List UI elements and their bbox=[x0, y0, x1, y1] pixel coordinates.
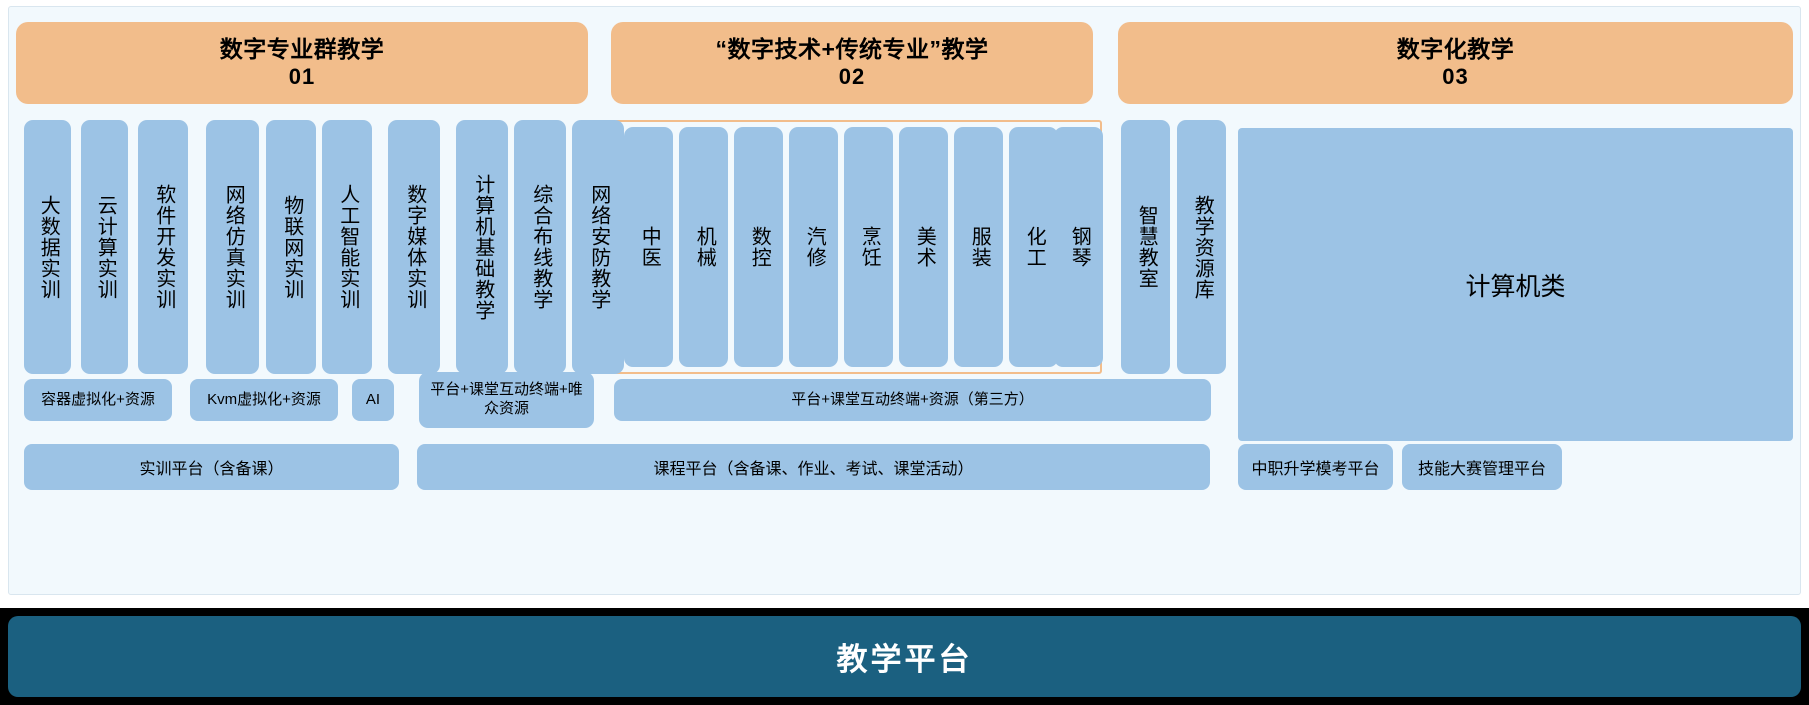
column-label: 综合布线教学 bbox=[529, 184, 552, 310]
section-header-02-number: 02 bbox=[838, 63, 866, 89]
column-label: 机械 bbox=[693, 226, 716, 268]
column-piano[interactable]: 钢琴 bbox=[1054, 127, 1103, 367]
column-label: 烹饪 bbox=[858, 226, 881, 268]
platform-vocational-exam[interactable]: 中职升学模考平台 bbox=[1238, 444, 1393, 490]
column-label: 数字媒体实训 bbox=[403, 184, 426, 310]
column-network-simulation[interactable]: 网络仿真实训 bbox=[206, 120, 259, 374]
platform-label: 实训平台（含备课） bbox=[139, 461, 284, 478]
resource-label: Kvm虚拟化+资源 bbox=[207, 390, 321, 408]
column-label: 智慧教室 bbox=[1135, 205, 1158, 289]
column-iot[interactable]: 物联网实训 bbox=[266, 120, 316, 374]
column-computer-basics[interactable]: 计算机基础教学 bbox=[456, 120, 508, 374]
column-auto-repair[interactable]: 汽修 bbox=[789, 127, 838, 367]
column-ai-training[interactable]: 人工智能实训 bbox=[322, 120, 372, 374]
section-header-03-number: 03 bbox=[1442, 63, 1469, 89]
column-cloud-computing[interactable]: 云计算实训 bbox=[81, 120, 128, 374]
column-label: 汽修 bbox=[803, 226, 826, 268]
platform-label: 中职升学模考平台 bbox=[1251, 461, 1380, 478]
column-label: 钢琴 bbox=[1068, 226, 1091, 268]
section-headers: 数字专业群教学 01 “数字技术+传统专业”教学 02 数字化教学 03 bbox=[16, 22, 1793, 104]
header-gap-1 bbox=[588, 22, 611, 104]
platform-label: 技能大赛管理平台 bbox=[1417, 461, 1546, 478]
resource-kvm-virtualization[interactable]: Kvm虚拟化+资源 bbox=[190, 379, 338, 421]
section-header-03-title: 数字化教学 bbox=[1396, 36, 1515, 63]
column-label: 软件开发实训 bbox=[152, 184, 175, 310]
column-software-development[interactable]: 软件开发实训 bbox=[138, 120, 188, 374]
computer-category-label: 计算机类 bbox=[1465, 272, 1566, 301]
column-label: 大数据实训 bbox=[37, 194, 60, 300]
teaching-platform-label: 教学平台 bbox=[836, 642, 973, 677]
bottom-bar-backdrop: 教学平台 bbox=[0, 608, 1809, 705]
computer-category-block[interactable]: 计算机类 bbox=[1238, 128, 1793, 441]
section-header-01-number: 01 bbox=[288, 63, 316, 89]
teaching-platform-bar[interactable]: 教学平台 bbox=[8, 616, 1801, 697]
resource-platform-thirdparty[interactable]: 平台+课堂互动终端+资源（第三方） bbox=[614, 379, 1211, 421]
header-gap-2 bbox=[1093, 22, 1118, 104]
column-label: 云计算实训 bbox=[94, 194, 117, 300]
column-big-data[interactable]: 大数据实训 bbox=[24, 120, 71, 374]
resource-platform-weizhong[interactable]: 平台+课堂互动终端+唯众资源 bbox=[419, 372, 594, 428]
column-label: 网络安防教学 bbox=[587, 184, 610, 310]
column-label: 数控 bbox=[748, 226, 771, 268]
column-label: 人工智能实训 bbox=[336, 184, 359, 310]
column-cooking[interactable]: 烹饪 bbox=[844, 127, 893, 367]
column-fine-arts[interactable]: 美术 bbox=[899, 127, 948, 367]
column-tcm[interactable]: 中医 bbox=[624, 127, 673, 367]
column-smart-classroom[interactable]: 智慧教室 bbox=[1121, 120, 1170, 374]
column-label: 美术 bbox=[913, 226, 936, 268]
section-header-01[interactable]: 数字专业群教学 01 bbox=[16, 22, 588, 104]
platform-label: 课程平台（含备课、作业、考试、课堂活动） bbox=[653, 461, 974, 478]
column-mechanical[interactable]: 机械 bbox=[679, 127, 728, 367]
column-label: 网络仿真实训 bbox=[222, 184, 245, 310]
section-header-01-title: 数字专业群教学 bbox=[219, 36, 385, 63]
column-label: 物联网实训 bbox=[280, 194, 303, 300]
section-header-02[interactable]: “数字技术+传统专业”教学 02 bbox=[611, 22, 1093, 104]
column-label: 中医 bbox=[638, 226, 661, 268]
column-chemical[interactable]: 化工 bbox=[1009, 127, 1058, 367]
platform-training[interactable]: 实训平台（含备课） bbox=[24, 444, 399, 490]
section-header-02-title: “数字技术+传统专业”教学 bbox=[715, 36, 989, 63]
section-header-03[interactable]: 数字化教学 03 bbox=[1118, 22, 1793, 104]
platform-course[interactable]: 课程平台（含备课、作业、考试、课堂活动） bbox=[417, 444, 1210, 490]
column-apparel[interactable]: 服装 bbox=[954, 127, 1003, 367]
resource-container-virtualization[interactable]: 容器虚拟化+资源 bbox=[24, 379, 172, 421]
resource-label: 容器虚拟化+资源 bbox=[41, 390, 155, 408]
resource-label: 平台+课堂互动终端+资源（第三方） bbox=[791, 390, 1034, 408]
resource-label: 平台+课堂互动终端+唯众资源 bbox=[430, 381, 583, 417]
column-label: 教学资源库 bbox=[1191, 194, 1214, 300]
column-digital-media[interactable]: 数字媒体实训 bbox=[388, 120, 440, 374]
resource-label: AI bbox=[365, 390, 381, 408]
column-structured-cabling[interactable]: 综合布线教学 bbox=[514, 120, 566, 374]
resource-ai[interactable]: AI bbox=[352, 379, 394, 421]
column-label: 计算机基础教学 bbox=[471, 173, 494, 321]
column-network-security[interactable]: 网络安防教学 bbox=[572, 120, 624, 374]
column-teaching-resource-library[interactable]: 教学资源库 bbox=[1177, 120, 1226, 374]
column-label: 服装 bbox=[968, 226, 991, 268]
column-label: 化工 bbox=[1023, 226, 1046, 268]
column-cnc[interactable]: 数控 bbox=[734, 127, 783, 367]
platform-skills-competition[interactable]: 技能大赛管理平台 bbox=[1402, 444, 1562, 490]
